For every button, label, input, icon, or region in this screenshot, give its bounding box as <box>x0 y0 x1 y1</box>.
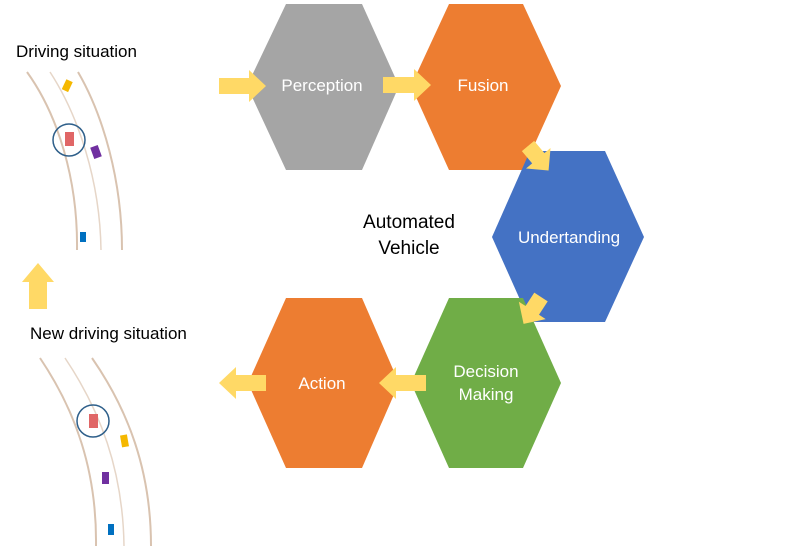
vehicle-label-line2: Vehicle <box>378 238 439 259</box>
car-blue <box>108 524 114 535</box>
ego-highlight-circle <box>52 123 86 157</box>
ego-highlight-circle <box>76 404 110 438</box>
arrow-perception-to-fusion <box>383 69 431 101</box>
arrow-action-to-output <box>219 367 266 399</box>
arrow-to-perception <box>219 70 266 102</box>
action-stage: Action <box>248 298 399 468</box>
car-purple <box>102 472 109 484</box>
car-purple <box>90 144 102 160</box>
car-blue <box>80 232 86 242</box>
road-edge-right <box>77 71 123 251</box>
road-edge-right <box>91 357 152 547</box>
understanding-label: Undertanding <box>518 228 620 247</box>
fusion-stage: Fusion <box>411 4 561 170</box>
perception-hexagon <box>247 4 399 170</box>
decision-making-stage: Decision Making <box>411 298 561 468</box>
fusion-label: Fusion <box>457 76 508 95</box>
action-label: Action <box>298 374 345 393</box>
new-driving-situation-label: New driving situation <box>30 324 187 343</box>
driving-situation-label: Driving situation <box>16 42 137 61</box>
arrow-understanding-to-decision <box>518 292 548 324</box>
decision-making-hexagon <box>411 298 561 468</box>
car-yellow <box>61 79 73 93</box>
road-lane-marker <box>49 71 102 251</box>
action-hexagon <box>248 298 399 468</box>
decision-label-line1: Decision <box>453 362 518 381</box>
fusion-hexagon <box>411 4 561 170</box>
arrow-fusion-to-understanding <box>521 140 551 171</box>
road-lane-marker <box>64 357 125 547</box>
ego-car <box>89 414 98 428</box>
automated-label-line1: Automated <box>363 212 455 233</box>
road-edge-left <box>39 357 98 547</box>
driving-situation-scene <box>26 71 123 251</box>
car-yellow <box>120 434 129 448</box>
understanding-stage: Undertanding <box>492 151 644 322</box>
ego-car <box>65 132 74 146</box>
perception-stage: Perception <box>247 4 399 170</box>
new-driving-situation-scene <box>39 357 152 547</box>
road-edge-left <box>26 71 79 251</box>
understanding-hexagon <box>492 151 644 322</box>
decision-label-line2: Making <box>459 385 514 404</box>
up-arrow <box>22 263 54 309</box>
perception-label: Perception <box>281 76 362 95</box>
arrow-decision-to-action <box>379 367 426 399</box>
